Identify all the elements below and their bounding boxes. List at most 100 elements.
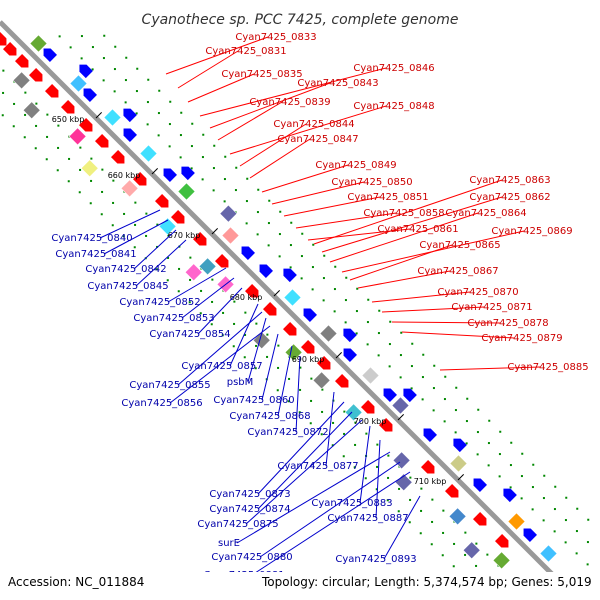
guide-dot (486, 553, 489, 556)
gene-arrow (379, 418, 393, 432)
guide-dot (245, 222, 248, 225)
tick-label: 660 kbp (108, 171, 141, 180)
guide-dot (410, 365, 413, 368)
gene-label-forward: Cyan7425_0847 (277, 134, 358, 145)
guide-dot (212, 189, 215, 192)
guide-dot (114, 45, 117, 48)
label-connector-reverse (359, 425, 371, 504)
guide-dot (531, 486, 534, 489)
guide-dot (246, 177, 249, 180)
label-connector-forward (187, 73, 255, 103)
guide-dot (78, 191, 81, 194)
guide-dot (321, 410, 324, 413)
guide-dot (245, 200, 248, 203)
guide-dot (409, 498, 412, 501)
guide-dot (399, 354, 402, 357)
guide-dot (312, 243, 315, 246)
guide-dot (147, 78, 150, 81)
label-connector-reverse (135, 239, 187, 287)
genome-backbone (0, 20, 582, 600)
guide-dot (411, 342, 414, 345)
guide-dot (443, 398, 446, 401)
label-connector-forward (357, 270, 451, 289)
guide-dot (400, 331, 403, 334)
label-connector-reverse (375, 439, 381, 519)
guide-dot (334, 265, 337, 268)
guide-dot (365, 432, 368, 435)
guide-dot (200, 289, 203, 292)
gene-arrow (283, 322, 297, 336)
gene-label-reverse: Cyan7425_0893 (335, 554, 416, 565)
guide-dot (155, 268, 158, 271)
guide-dot (422, 353, 425, 356)
guide-dot (91, 46, 94, 49)
label-connector-forward (321, 196, 503, 253)
gene-label-reverse: Cyan7425_0875 (197, 519, 278, 530)
guide-dot (343, 410, 346, 413)
gene-arrow (523, 528, 537, 542)
gene-label-forward: Cyan7425_0844 (273, 119, 354, 130)
gene-arrow (301, 340, 315, 354)
guide-dot (224, 155, 227, 158)
gene-block (319, 324, 338, 343)
guide-dot (311, 288, 314, 291)
guide-dot (586, 563, 589, 566)
guide-dot (256, 233, 259, 236)
gene-arrow (3, 42, 17, 56)
gene-arrow (163, 168, 177, 182)
guide-dot (112, 201, 115, 204)
guide-dot (289, 266, 292, 269)
guide-dot (310, 399, 313, 402)
guide-dot (342, 455, 345, 458)
label-connector-forward (209, 82, 331, 129)
guide-dot (452, 565, 455, 568)
guide-dot (211, 278, 214, 281)
gene-arrow (383, 388, 397, 402)
gene-block (449, 454, 468, 473)
guide-dot (156, 223, 159, 226)
guide-dot (157, 134, 160, 137)
label-connector-reverse (259, 461, 401, 558)
gene-block (219, 204, 238, 223)
guide-dot (409, 476, 412, 479)
gene-arrow (215, 254, 229, 268)
gene-label-reverse: Cyan7425_0874 (209, 504, 290, 515)
guide-dot (344, 321, 347, 324)
guide-dot (188, 301, 191, 304)
guide-dot (179, 156, 182, 159)
guide-dot (355, 310, 358, 313)
label-connector-forward (371, 291, 471, 303)
gene-arrow (335, 374, 349, 388)
guide-dot (124, 79, 127, 82)
guide-dot (453, 542, 456, 545)
label-connector-reverse (169, 325, 271, 404)
guide-dot (223, 200, 226, 203)
guide-dot (244, 311, 247, 314)
guide-dot (509, 486, 512, 489)
gene-arrow (111, 150, 125, 164)
guide-dot (244, 333, 247, 336)
gene-label-reverse: Cyan7425_0880 (211, 552, 292, 563)
guide-dot (46, 113, 49, 116)
guide-dot (576, 507, 579, 510)
gene-arrow (45, 84, 59, 98)
guide-dot (180, 111, 183, 114)
gene-label-reverse: Cyan7425_0841 (55, 249, 136, 260)
guide-dot (421, 398, 424, 401)
tick-mark (273, 289, 281, 297)
guide-dot (487, 442, 490, 445)
gene-arrow (133, 172, 147, 186)
gene-arrow (495, 534, 509, 548)
gene-arrow (155, 194, 169, 208)
guide-dot (320, 433, 323, 436)
guide-dot (134, 201, 137, 204)
guide-dot (420, 509, 423, 512)
guide-dot (465, 442, 468, 445)
guide-dot (103, 34, 106, 37)
guide-dot (157, 112, 160, 115)
tick-label: 710 kbp (414, 477, 447, 486)
tick-label: 650 kbp (52, 115, 85, 124)
guide-dot (355, 332, 358, 335)
guide-dot (386, 499, 389, 502)
gene-arrow (123, 128, 137, 142)
